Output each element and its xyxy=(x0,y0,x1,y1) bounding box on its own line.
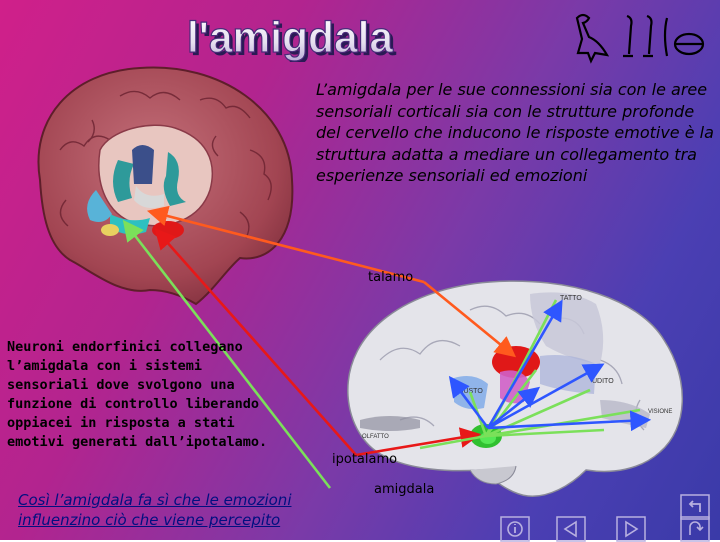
ipotalamo-arrow-coronal xyxy=(154,228,357,456)
coronal-brain-section xyxy=(37,66,294,306)
talamo-arrow-coronal xyxy=(146,205,425,284)
label-udito: UDITO xyxy=(592,378,614,385)
connection-arrows xyxy=(122,205,652,489)
staff-glyph-icon xyxy=(663,17,669,57)
bird-glyph-icon xyxy=(575,13,610,64)
blue-arrow-3 xyxy=(487,363,605,430)
ipotalamo-arrow-sagittal xyxy=(355,427,482,457)
previous-button[interactable] xyxy=(556,516,586,542)
u-turn-icon xyxy=(689,521,704,535)
amigdala-line-7 xyxy=(485,428,605,438)
hieroglyph-decoration xyxy=(575,13,705,64)
info-icon xyxy=(507,521,523,537)
reed-glyph-icon xyxy=(623,14,633,58)
triangle-right-icon xyxy=(625,520,639,538)
reed-glyph-icon-2 xyxy=(643,14,653,58)
label-ipotalamo: ipotalamo xyxy=(332,452,398,467)
label-visione: VISIONE xyxy=(648,409,672,415)
label-amigdala: amigdala xyxy=(374,482,435,497)
blue-arrow-5 xyxy=(487,410,652,432)
back-return-button[interactable] xyxy=(680,494,710,520)
title-shadow: l'amigdala xyxy=(190,16,396,62)
slide-title: l'amigdala l'amigdala xyxy=(186,12,396,62)
title-text: l'amigdala xyxy=(187,13,393,62)
label-gusto: GUSTO xyxy=(458,388,483,395)
next-button[interactable] xyxy=(616,516,646,542)
amigdala-arrow-coronal xyxy=(122,219,332,489)
label-olfatto: OLFATTO xyxy=(362,434,389,440)
label-talamo: talamo xyxy=(368,270,414,285)
conclusion-link[interactable]: Così l’amigdala fa sì che le emozioni in… xyxy=(18,491,292,529)
blue-arrow-1 xyxy=(486,299,563,429)
blue-arrow-2 xyxy=(448,375,490,429)
neurons-explanation: Neuroni endorfinici collegano l’amigdala… xyxy=(7,339,268,450)
label-tatto: TATTO xyxy=(560,295,582,302)
sagittal-brain-view: TATTO UDITO GUSTO OLFATTO VISIONE xyxy=(347,280,683,497)
talamo-arrow-sagittal xyxy=(423,280,517,358)
triangle-left-icon xyxy=(563,520,577,538)
blue-arrow-4 xyxy=(487,386,541,430)
info-button[interactable] xyxy=(500,516,530,542)
intro-paragraph: L’amigdala per le sue connessioni sia co… xyxy=(316,80,714,185)
return-arrow-icon xyxy=(688,500,701,512)
amigdala-line-5 xyxy=(419,434,487,450)
home-return-button[interactable] xyxy=(680,516,710,542)
